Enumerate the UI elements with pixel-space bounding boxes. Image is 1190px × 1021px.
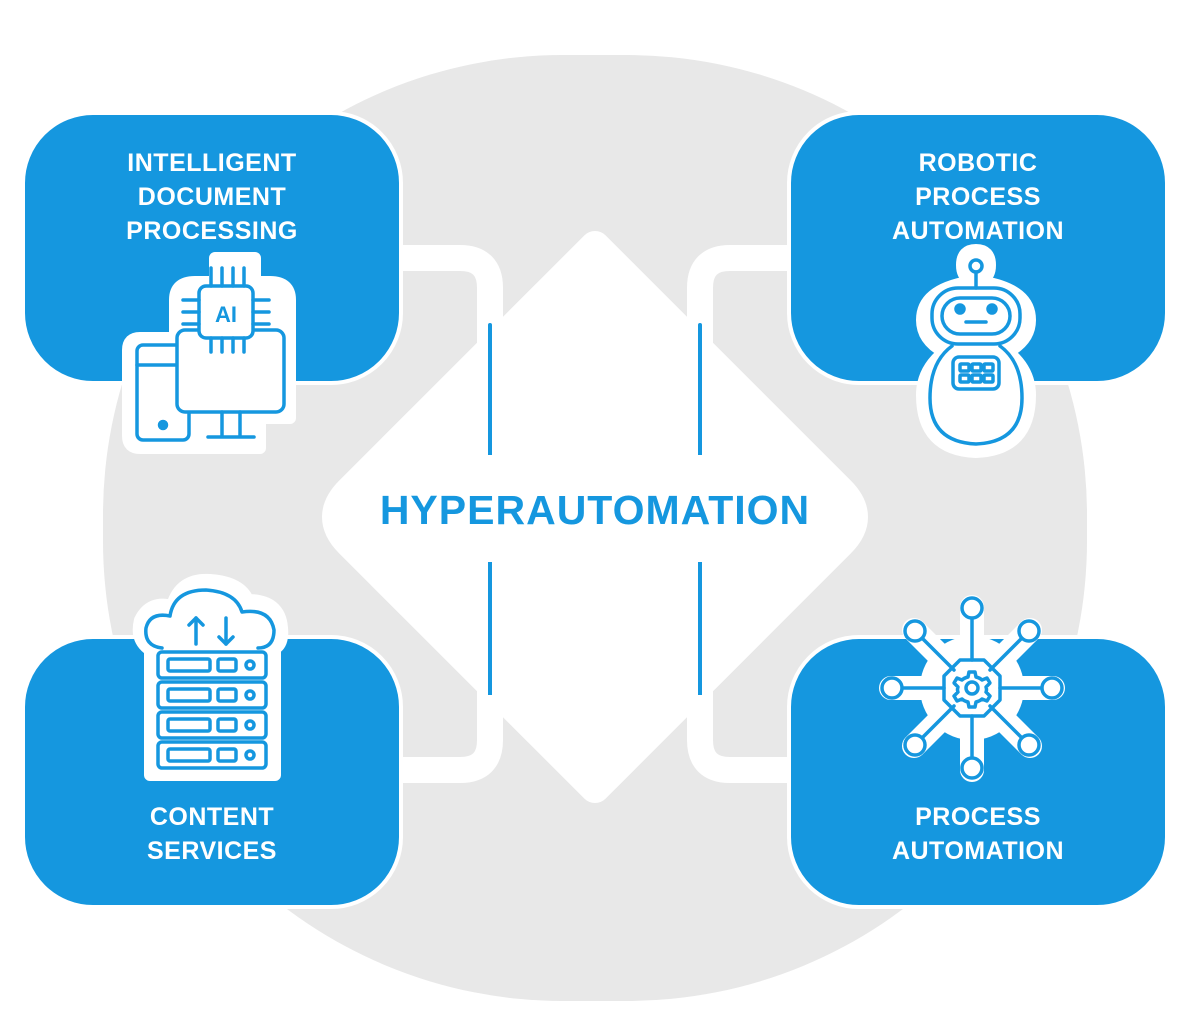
idp-label-line-2: DOCUMENT [138,183,286,211]
gear-network-icon [879,595,1065,782]
process-label-line-2: AUTOMATION [892,837,1064,865]
rpa-label-line-1: ROBOTIC [919,149,1038,177]
idp-label-line-3: PROCESSING [126,217,298,245]
center-title: HYPERAUTOMATION [380,487,810,533]
cloud-server-icon [132,573,289,781]
robot-icon [916,244,1036,458]
content-label-line-1: CONTENT [150,803,274,831]
box-process-automation: PROCESS AUTOMATION [787,595,1169,909]
box-content-services: CONTENT SERVICES [21,573,403,909]
rpa-label-line-3: AUTOMATION [892,217,1064,245]
idp-label-line-1: INTELLIGENT [127,149,296,177]
ai-computer-icon: AI [122,252,296,454]
content-label-line-2: SERVICES [147,837,277,865]
box-intelligent-document-processing: INTELLIGENT DOCUMENT PROCESSING [21,111,403,454]
rpa-label-line-2: PROCESS [915,183,1041,211]
ai-chip-text: AI [215,302,237,327]
box-robotic-process-automation: ROBOTIC PROCESS AUTOMATION [787,111,1169,458]
center-diamond: HYPERAUTOMATION [322,231,868,803]
process-label-line-1: PROCESS [915,803,1041,831]
